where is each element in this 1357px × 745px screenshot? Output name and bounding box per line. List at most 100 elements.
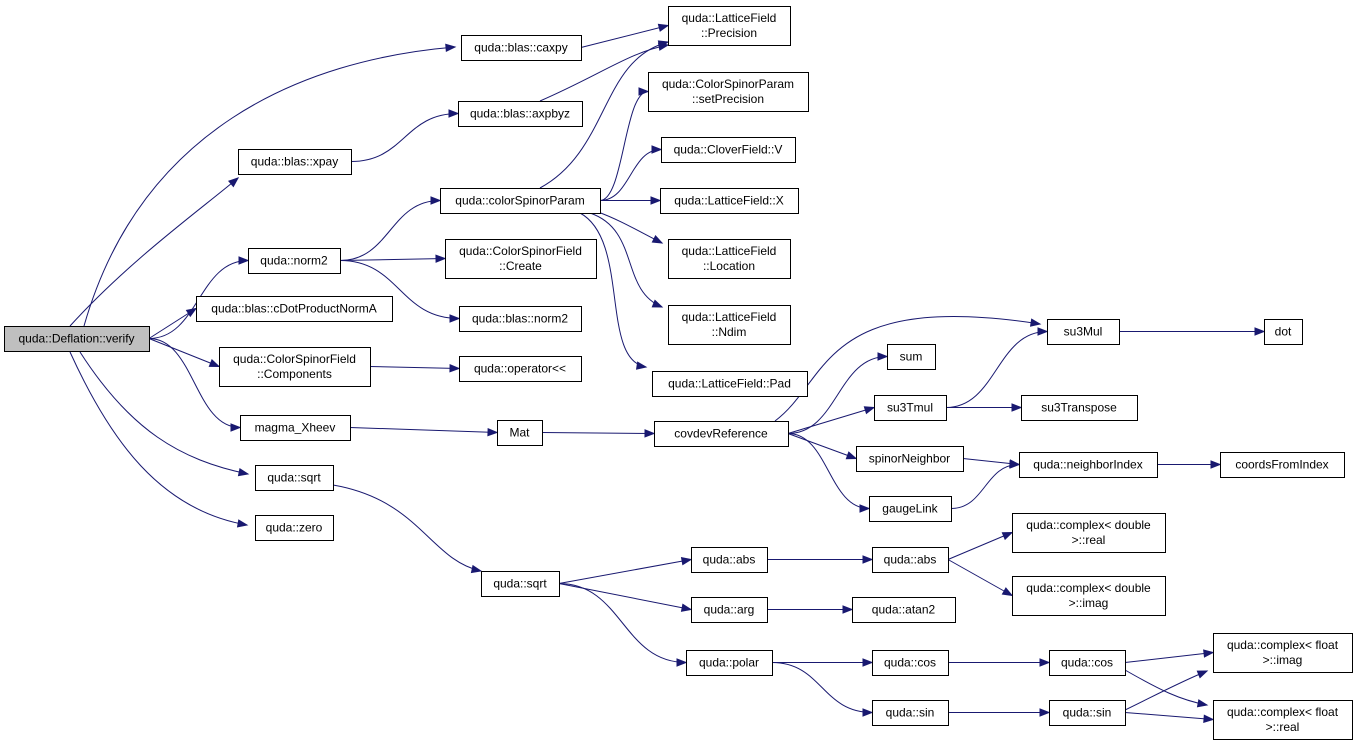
edge-covdev-to-spinnb (787, 433, 857, 459)
node-pad[interactable]: quda::LatticeField::Pad (652, 371, 808, 397)
node-coords[interactable]: coordsFromIndex (1220, 452, 1345, 478)
node-norm2[interactable]: quda::norm2 (248, 248, 341, 274)
node-spinnb[interactable]: spinorNeighbor (856, 446, 964, 472)
node-components-label-line1: quda::ColorSpinorField (233, 352, 356, 366)
node-precision-label-line2: ::Precision (701, 26, 757, 40)
node-su3mul[interactable]: su3Mul (1047, 319, 1120, 345)
node-covdev[interactable]: covdevReference (654, 421, 789, 447)
node-sin1[interactable]: quda::sin (872, 700, 949, 726)
node-clover[interactable]: quda::CloverField::V (661, 137, 796, 163)
node-su3tr-box (1021, 395, 1138, 421)
node-root-box (4, 326, 150, 352)
node-components[interactable]: quda::ColorSpinorField::Components (219, 347, 371, 387)
node-covdev-label-line1: covdevReference (674, 427, 768, 441)
node-spinnb-box (856, 446, 964, 472)
node-sqrt1-box (255, 465, 334, 491)
node-cdreal-label-line2: >::real (1072, 533, 1106, 547)
node-cos2-label-line1: quda::cos (1061, 656, 1113, 670)
node-csparam[interactable]: quda::colorSpinorParam (440, 188, 601, 214)
node-sum[interactable]: sum (887, 344, 936, 370)
node-mat[interactable]: Mat (497, 420, 543, 446)
node-zero[interactable]: quda::zero (255, 515, 334, 541)
node-lfx[interactable]: quda::LatticeField::X (660, 188, 799, 214)
node-nbidx-box (1019, 452, 1158, 478)
node-sum-label-line1: sum (900, 350, 923, 364)
node-su3tr[interactable]: su3Transpose (1021, 395, 1138, 421)
edge-covdev-to-su3tmul (787, 407, 875, 434)
edge-arg-to-atan2-arrowhead (842, 605, 854, 614)
node-dot-box (1264, 319, 1303, 345)
edge-cos2-to-cfreal-arrowhead (1196, 699, 1209, 708)
node-axpbyz[interactable]: quda::blas::axpbyz (458, 101, 583, 127)
node-abs1-box (691, 547, 768, 573)
node-zero-box (255, 515, 334, 541)
node-nbidx[interactable]: quda::neighborIndex (1019, 452, 1158, 478)
node-su3tmul[interactable]: su3Tmul (874, 395, 947, 421)
node-caxpy[interactable]: quda::blas::caxpy (461, 35, 582, 61)
node-sqrt2[interactable]: quda::sqrt (481, 571, 560, 597)
node-dot[interactable]: dot (1264, 319, 1303, 345)
edge-root-to-xpay (69, 177, 239, 327)
edge-root-to-magma-arrowhead (230, 423, 242, 432)
edge-nbidx-to-coords-arrowhead (1210, 460, 1222, 469)
node-cdot[interactable]: quda::blas::cDotProductNormA (196, 296, 393, 322)
node-magma-label-line1: magma_Xheev (255, 421, 336, 435)
node-arg[interactable]: quda::arg (691, 597, 768, 623)
node-create[interactable]: quda::ColorSpinorField::Create (445, 239, 597, 279)
node-ndim[interactable]: quda::LatticeField::Ndim (668, 305, 791, 345)
node-abs1[interactable]: quda::abs (691, 547, 768, 573)
node-location-label-line2: ::Location (703, 259, 755, 273)
edge-norm2-to-blasnorm2 (339, 260, 460, 319)
node-sin2-label-line1: quda::sin (1063, 706, 1112, 720)
node-sin1-box (872, 700, 949, 726)
node-mat-box (497, 420, 543, 446)
node-xpay[interactable]: quda::blas::xpay (238, 149, 352, 175)
edge-abs2-to-cdreal-arrowhead (1001, 531, 1014, 541)
node-ndim-label-line1: quda::LatticeField (682, 310, 777, 324)
edge-xpay-to-axpbyz-arrowhead (448, 109, 460, 118)
node-csparam-label-line1: quda::colorSpinorParam (455, 194, 584, 208)
node-zero-label-line1: quda::zero (266, 521, 323, 535)
node-cfimag-box (1213, 633, 1353, 673)
node-cfreal[interactable]: quda::complex< float>::real (1213, 700, 1353, 740)
edge-mat-to-covdev-arrowhead (644, 429, 656, 438)
node-location[interactable]: quda::LatticeField::Location (668, 239, 791, 279)
node-magma[interactable]: magma_Xheev (240, 415, 351, 441)
node-blasnorm2[interactable]: quda::blas::norm2 (459, 306, 582, 332)
node-cfimag[interactable]: quda::complex< float>::imag (1213, 633, 1353, 673)
node-cdimag[interactable]: quda::complex< double>::imag (1012, 576, 1166, 616)
node-precision-box (668, 6, 791, 46)
node-axpbyz-box (458, 101, 583, 127)
node-sqrt1[interactable]: quda::sqrt (255, 465, 334, 491)
node-setprec[interactable]: quda::ColorSpinorParam::setPrecision (648, 72, 809, 112)
node-precision[interactable]: quda::LatticeField::Precision (668, 6, 791, 46)
node-arg-label-line1: quda::arg (704, 603, 755, 617)
node-cos2[interactable]: quda::cos (1049, 650, 1126, 676)
node-cos2-box (1049, 650, 1126, 676)
node-nbidx-label-line1: quda::neighborIndex (1033, 458, 1142, 472)
edge-root-to-xpay-arrowhead (228, 177, 240, 188)
edge-polar-to-sin1-arrowhead (862, 708, 874, 717)
edge-norm2-to-blasnorm2-arrowhead (449, 314, 461, 323)
node-cos1[interactable]: quda::cos (872, 650, 949, 676)
node-gauge[interactable]: gaugeLink (869, 496, 952, 522)
node-abs2[interactable]: quda::abs (872, 547, 949, 573)
node-atan2[interactable]: quda::atan2 (852, 597, 956, 623)
node-oplt[interactable]: quda::operator<< (459, 356, 582, 382)
edge-mat-to-covdev (541, 432, 655, 434)
node-cdimag-label-line2: >::imag (1069, 596, 1109, 610)
edge-covdev-to-su3mul-arrowhead (1029, 318, 1042, 327)
edge-csparam-to-setprec (599, 91, 649, 201)
edge-root-to-norm2-arrowhead (238, 256, 250, 265)
node-su3tmul-label-line1: su3Tmul (887, 401, 933, 415)
edge-csparam-to-ndim (589, 212, 663, 308)
node-sin2[interactable]: quda::sin (1049, 700, 1126, 726)
node-root[interactable]: quda::Deflation::verify (4, 326, 150, 352)
edge-covdev-to-gauge-arrowhead (859, 504, 871, 513)
node-cdreal[interactable]: quda::complex< double>::real (1012, 513, 1166, 553)
edge-magma-to-mat (349, 427, 498, 433)
node-ndim-box (668, 305, 791, 345)
node-polar[interactable]: quda::polar (686, 650, 773, 676)
node-cdimag-label-line1: quda::complex< double (1026, 581, 1151, 595)
node-abs2-label-line1: quda::abs (884, 553, 937, 567)
